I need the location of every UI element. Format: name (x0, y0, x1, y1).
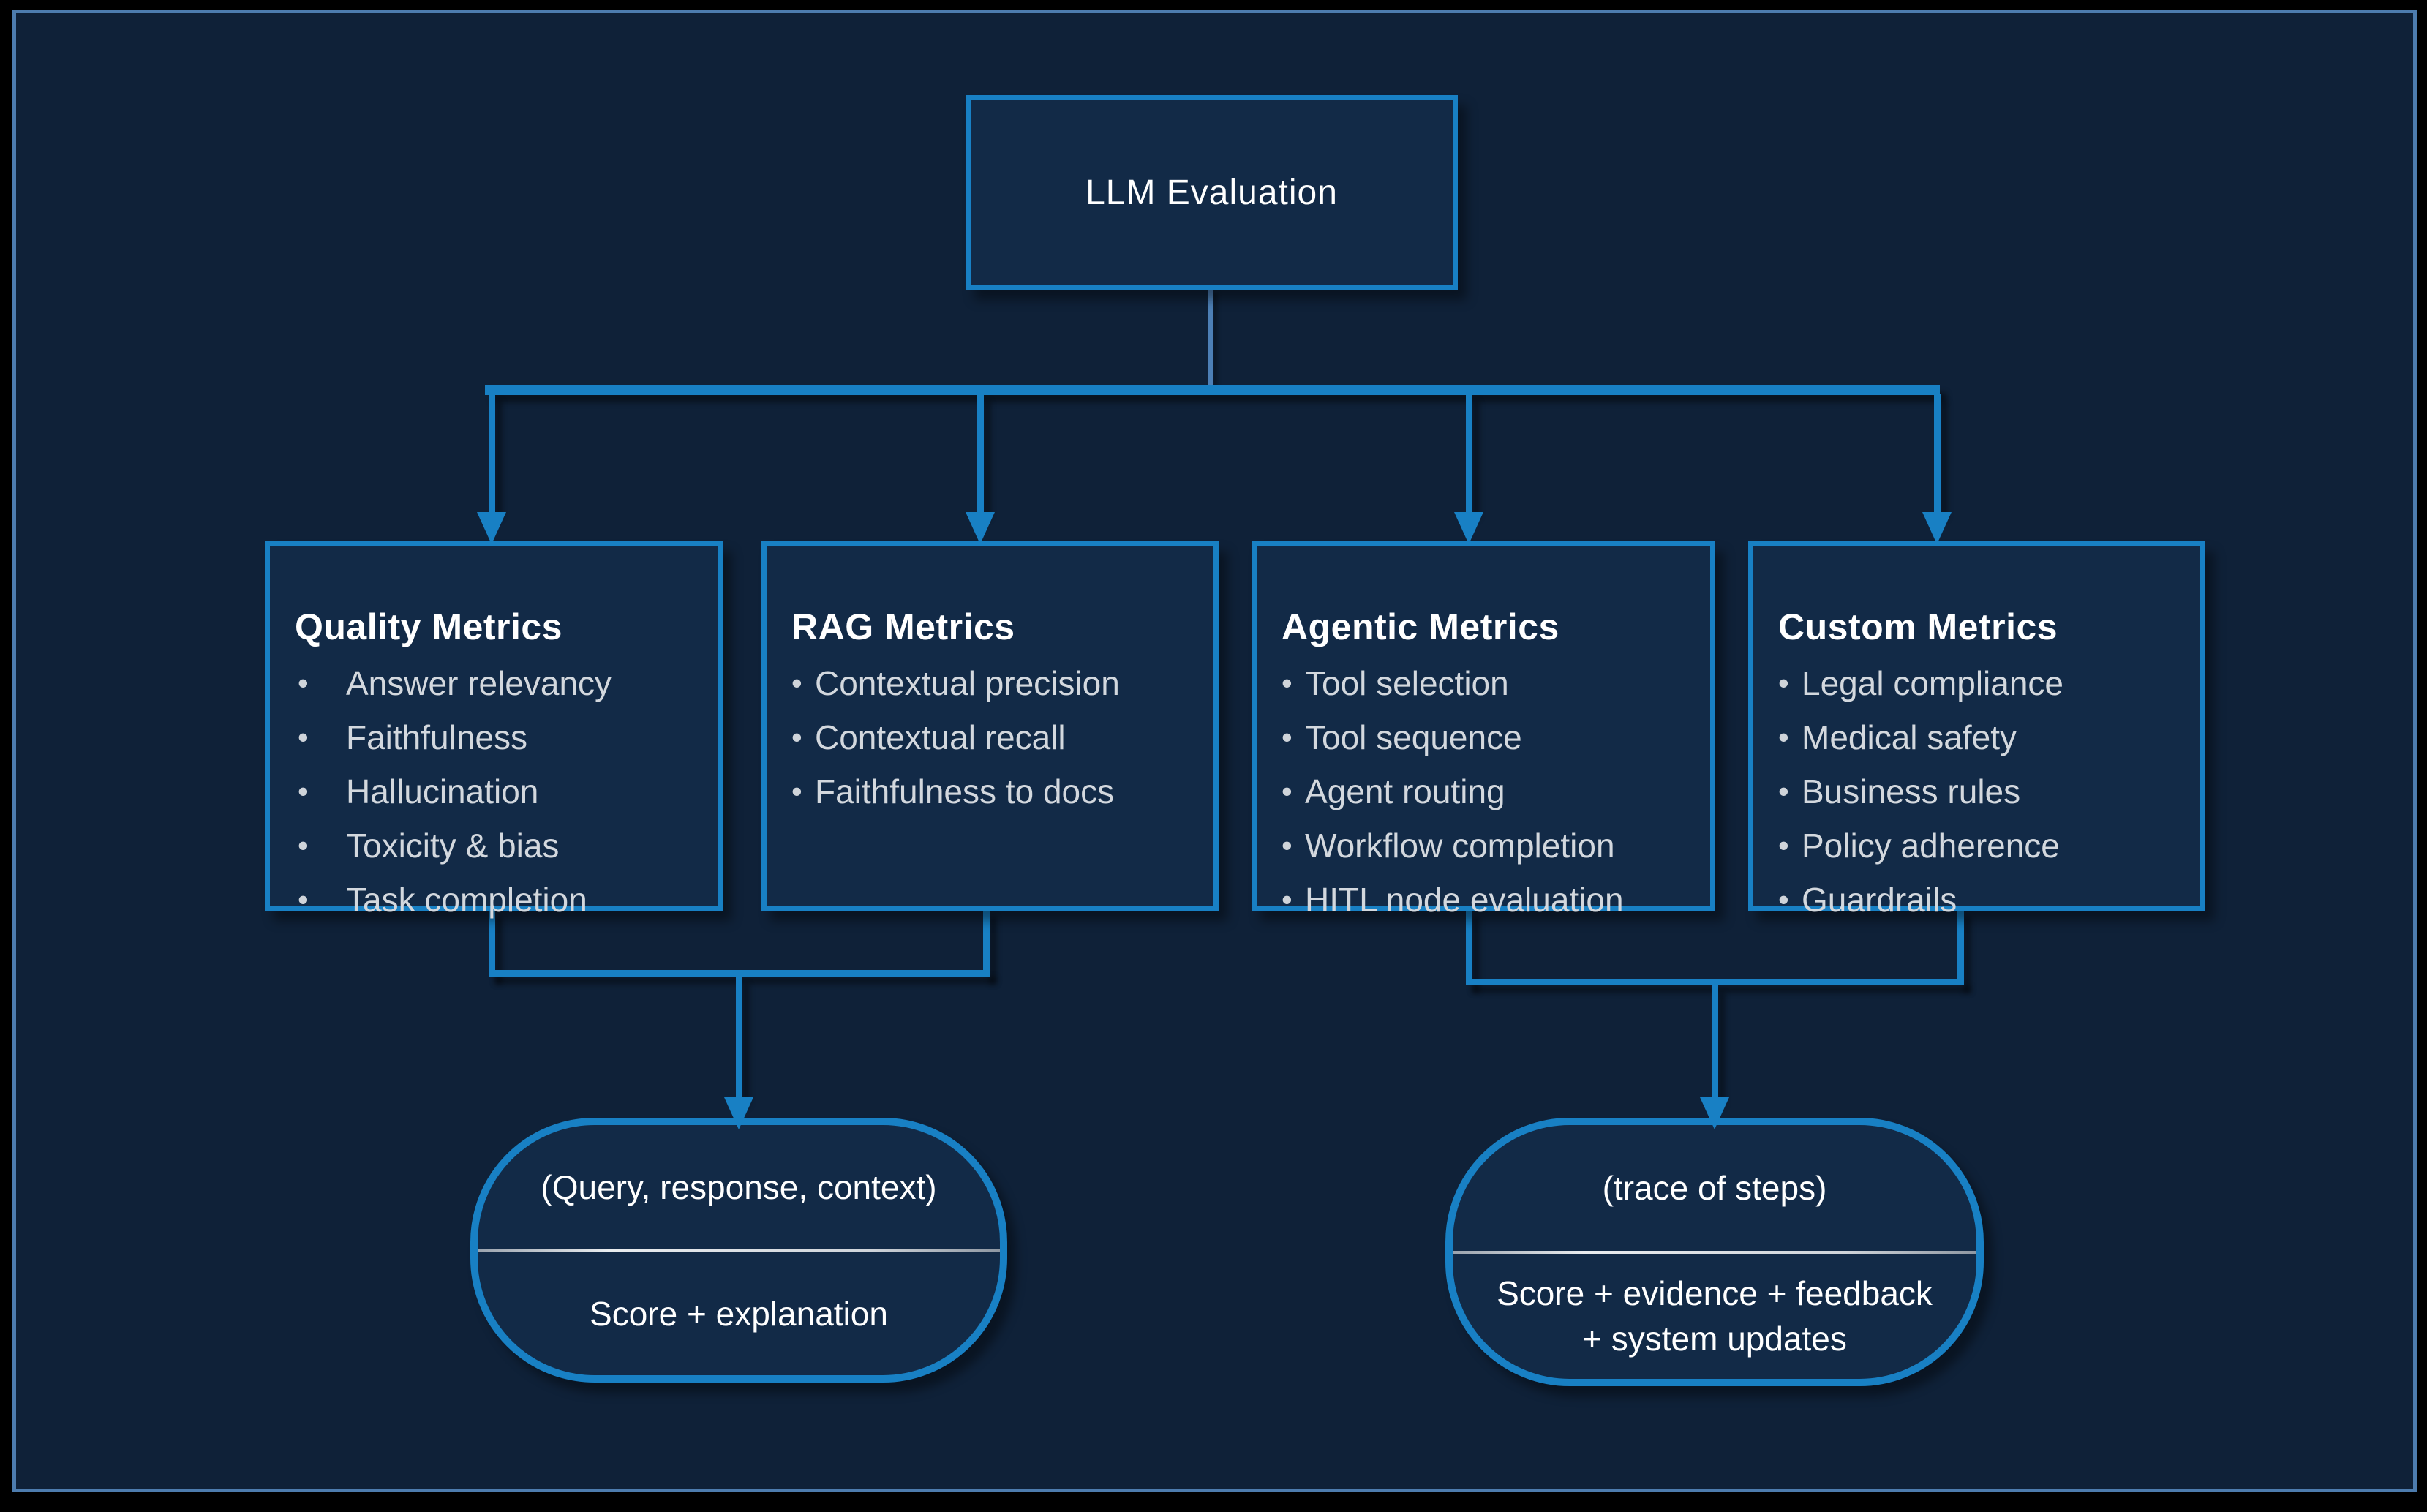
bullet-dot-icon: • (298, 774, 309, 808)
list-item: • Tool sequence (1282, 710, 1693, 764)
output-left-result-line: Score + explanation (590, 1294, 888, 1333)
bullet-dot-icon: • (1778, 666, 1789, 700)
output-left-input-label: (Query, response, context) (541, 1167, 937, 1206)
list-item: • Faithfulness (295, 710, 700, 764)
arrowhead-custom (1922, 512, 1952, 544)
list-item-label: Hallucination (346, 772, 539, 810)
connector-quality-down (489, 909, 495, 977)
connector-left-output-drop (736, 977, 742, 1099)
rag-metrics-title: RAG Metrics (791, 606, 1015, 647)
output-right-input-label: (trace of steps) (1602, 1168, 1827, 1207)
bullet-dot-icon: • (1282, 720, 1292, 754)
connector-left-merge-bar (489, 970, 990, 977)
list-item: • Contextual recall (791, 710, 1196, 764)
output-right-result-line: Score + evidence + feedback (1497, 1274, 1933, 1313)
bullet-dot-icon: • (298, 720, 309, 754)
list-item-label: Guardrails (1802, 881, 1957, 919)
connector-drop-quality (489, 394, 495, 512)
node-llm-evaluation-label: LLM Evaluation (1085, 173, 1338, 212)
arrowhead-rag (966, 512, 995, 544)
list-item-label: HITL node evaluation (1305, 881, 1624, 919)
bullet-dot-icon: • (298, 882, 309, 917)
arrowhead-right-output (1700, 1097, 1729, 1129)
arrowhead-agentic (1454, 512, 1483, 544)
connector-drop-agentic (1466, 394, 1472, 512)
bullet-dot-icon: • (791, 774, 802, 808)
node-agentic-metrics: Agentic Metrics • Tool selection • Tool se… (1252, 541, 1715, 919)
list-item-label: Workflow completion (1305, 827, 1615, 865)
list-item: • Policy adherence (1778, 819, 2183, 873)
list-item-label: Tool sequence (1305, 718, 1522, 756)
list-item: • Faithfulness to docs (791, 764, 1196, 819)
bullet-dot-icon: • (1778, 882, 1789, 917)
list-item-label: Toxicity & bias (346, 827, 560, 865)
list-item-label: Faithfulness to docs (815, 772, 1115, 810)
bullet-dot-icon: • (1778, 828, 1789, 862)
node-output-left: (Query, response, context) Score + expla… (470, 1118, 1007, 1383)
list-item-label: Contextual recall (815, 718, 1066, 756)
connector-agentic-down (1466, 909, 1472, 985)
list-item-label: Faithfulness (346, 718, 528, 756)
list-item: • Agent routing (1282, 764, 1693, 819)
arrowhead-left-output (724, 1097, 753, 1129)
node-rag-metrics: RAG Metrics • Contextual precision • Conte… (761, 541, 1219, 911)
node-quality-metrics: Quality Metrics • Answer relevancy • Faith… (265, 541, 723, 919)
output-right-result: Score + evidence + feedback + system upd… (1453, 1254, 1976, 1380)
output-left-result: Score + explanation (478, 1252, 1000, 1375)
list-item: • Legal compliance (1778, 656, 2183, 710)
node-output-right: (trace of steps) Score + evidence + feed… (1445, 1118, 1984, 1386)
list-item-label: Legal compliance (1802, 664, 2064, 702)
list-item-label: Tool selection (1305, 664, 1509, 702)
connector-distribution-bar (485, 385, 1940, 395)
list-item-label: Medical safety (1802, 718, 2017, 756)
list-item-label: Task completion (346, 881, 587, 919)
connector-drop-rag (977, 394, 984, 512)
list-item-label: Business rules (1802, 772, 2021, 810)
list-item: • Medical safety (1778, 710, 2183, 764)
connector-right-merge-bar (1466, 979, 1964, 985)
quality-metrics-title: Quality Metrics (295, 606, 562, 647)
bullet-dot-icon: • (1282, 882, 1292, 917)
bullet-dot-icon: • (1282, 774, 1292, 808)
list-item: • Business rules (1778, 764, 2183, 819)
connector-custom-down (1957, 909, 1964, 985)
custom-metrics-title: Custom Metrics (1778, 606, 2058, 647)
list-item: • Contextual precision (791, 656, 1196, 710)
connector-right-output-drop (1712, 985, 1718, 1099)
list-item: • Tool selection (1282, 656, 1693, 710)
bullet-dot-icon: • (1282, 666, 1292, 700)
output-right-result-line: + system updates (1582, 1320, 1847, 1358)
bullet-dot-icon: • (298, 828, 309, 862)
arrowhead-quality (477, 512, 506, 544)
connector-root-drop (1208, 288, 1213, 388)
connector-drop-custom (1934, 394, 1941, 512)
bullet-dot-icon: • (1282, 828, 1292, 862)
node-llm-evaluation: LLM Evaluation (966, 95, 1458, 290)
bullet-dot-icon: • (791, 720, 802, 754)
bullet-dot-icon: • (1778, 720, 1789, 754)
list-item: • Answer relevancy (295, 656, 700, 710)
output-left-input: (Query, response, context) (478, 1125, 1000, 1249)
agentic-metrics-title: Agentic Metrics (1282, 606, 1559, 647)
connector-rag-down (983, 909, 990, 977)
list-item: • Workflow completion (1282, 819, 1693, 873)
list-item-label: Answer relevancy (346, 664, 612, 702)
list-item: • Task completion (295, 873, 700, 927)
list-item: • HITL node evaluation (1282, 873, 1693, 927)
list-item: • Toxicity & bias (295, 819, 700, 873)
node-custom-metrics: Custom Metrics • Legal compliance • Medica… (1748, 541, 2205, 919)
output-left-divider (478, 1249, 1000, 1252)
list-item-label: Agent routing (1305, 772, 1505, 810)
bullet-dot-icon: • (298, 666, 309, 700)
list-item-label: Policy adherence (1802, 827, 2060, 865)
list-item-label: Contextual precision (815, 664, 1120, 702)
bullet-dot-icon: • (1778, 774, 1789, 808)
list-item: • Hallucination (295, 764, 700, 819)
bullet-dot-icon: • (791, 666, 802, 700)
list-item: • Guardrails (1778, 873, 2183, 927)
output-right-divider (1453, 1250, 1976, 1254)
output-right-input: (trace of steps) (1453, 1125, 1976, 1251)
